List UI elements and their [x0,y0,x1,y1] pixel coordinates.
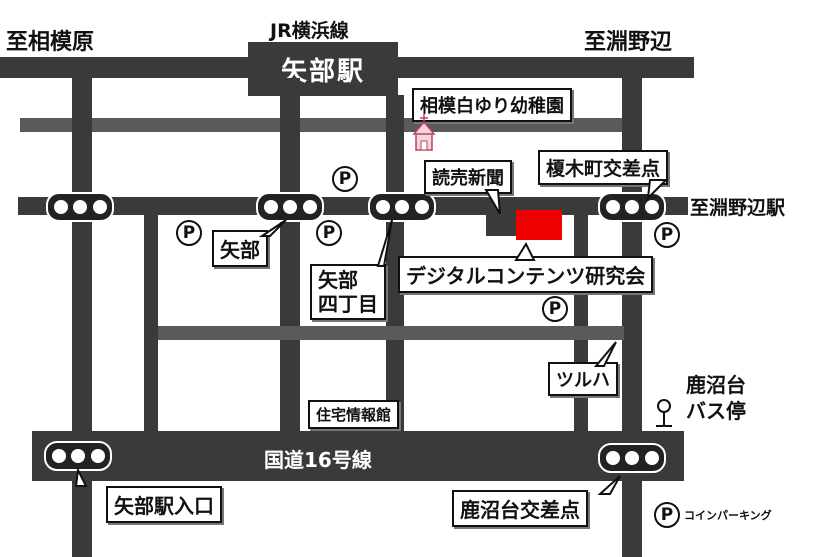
traffic-signal-icon [598,443,666,473]
destination-label: デジタルコンテンツ研究会 [398,256,654,293]
traffic-signal-icon [368,192,436,222]
enokicho-pointer [646,179,669,201]
yabe-station-entrance-label: 矢部駅入口 [106,486,222,523]
parking-icon: P [316,220,342,246]
traffic-signal-icon [46,192,114,222]
parking-icon: P [542,296,568,322]
yabe-signal-label: 矢部 [212,230,268,267]
destination-building [516,210,562,240]
route16-label: 国道16号線 [264,448,372,472]
parking-icon: P [654,502,680,528]
mid-road [158,326,624,340]
route16-road [32,431,684,481]
enokicho-crossing-label: 榎木町交差点 [538,150,669,185]
traffic-signal-icon [598,192,666,222]
direction-right-label: 至淵野辺 [584,30,673,55]
vertical-road-4 [386,95,404,431]
destination-pointer [514,241,536,261]
bus-stop-label: 鹿沼台 バス停 [686,372,746,424]
bus-stop-line2: バス停 [686,399,746,423]
kindergarten-label: 相模白ゆり幼稚園 [412,88,572,122]
railway-label: JR横浜線 [270,20,349,42]
parking-legend-label: コインパーキング [684,509,772,522]
yomiuri-label: 読売新聞 [424,160,512,194]
yomiuri-building [486,206,520,236]
traffic-signal-icon [256,192,324,222]
parking-icon: P [176,220,202,246]
traffic-signal-icon [44,441,112,471]
yabe-4chome-label: 矢部 四丁目 [310,264,386,320]
parking-icon: P [654,222,680,248]
tsuruha-pointer [593,341,617,367]
bus-stop-line1: 鹿沼台 [686,373,746,397]
direction-east-label: 至淵野辺駅 [690,197,786,219]
church-icon [412,114,436,151]
tsuruha-label: ツルハ [548,362,618,396]
yabe-pointer [258,219,287,237]
kanumadai-crossing-label: 鹿沼台交差点 [452,490,588,527]
kanumadai-pointer [597,475,621,495]
yabe-entrance-pointer [74,466,88,487]
callout-pointers [74,179,669,495]
direction-left-label: 至相模原 [6,30,95,55]
vertical-road-2 [144,215,158,431]
yabe-4chome-line1: 矢部 [318,268,358,292]
yabe-4chome-line2: 四丁目 [318,292,378,316]
bus-stop-icon [656,399,672,427]
jutaku-label: 住宅情報館 [308,400,400,429]
yomiuri-pointer [484,189,501,215]
vertical-road-3 [280,78,300,431]
parking-icon: P [332,166,358,192]
yabe-4chome-pointer [376,219,393,267]
